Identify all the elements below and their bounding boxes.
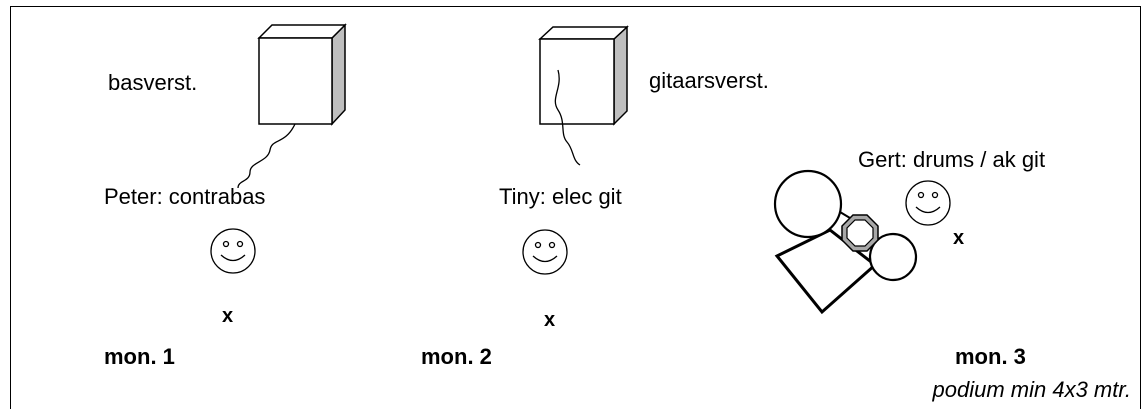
guitar-amp-cable bbox=[554, 69, 581, 166]
monitor-3-label: mon. 3 bbox=[955, 344, 1026, 369]
peter-face-icon bbox=[210, 228, 256, 274]
gert-position-mark: x bbox=[953, 227, 965, 249]
monitor-2-label: mon. 2 bbox=[421, 344, 492, 369]
tiny-position-mark: x bbox=[544, 309, 556, 331]
peter-label: Peter: contrabas bbox=[104, 184, 266, 209]
stage-frame bbox=[10, 6, 1141, 409]
stage-size-note: podium min 4x3 mtr. bbox=[932, 377, 1131, 402]
snare-inner bbox=[846, 219, 874, 247]
bass-amp-icon bbox=[257, 23, 347, 126]
bass-amp-label: basverst. bbox=[108, 70, 198, 95]
guitar-amp-label: gitaarsverst. bbox=[649, 68, 769, 93]
drum-kit-icon bbox=[773, 169, 918, 315]
guitar-amp-icon bbox=[538, 25, 629, 126]
tiny-label: Tiny: elec git bbox=[499, 184, 622, 209]
monitor-1-label: mon. 1 bbox=[104, 344, 175, 369]
gert-label: Gert: drums / ak git bbox=[858, 147, 1046, 172]
bass-amp-cable bbox=[237, 123, 296, 189]
peter-position-mark: x bbox=[222, 305, 234, 327]
floor-tom-shape bbox=[773, 169, 843, 239]
tom-shape bbox=[868, 232, 918, 282]
gert-face-icon bbox=[905, 180, 951, 226]
tiny-face-icon bbox=[522, 229, 568, 275]
